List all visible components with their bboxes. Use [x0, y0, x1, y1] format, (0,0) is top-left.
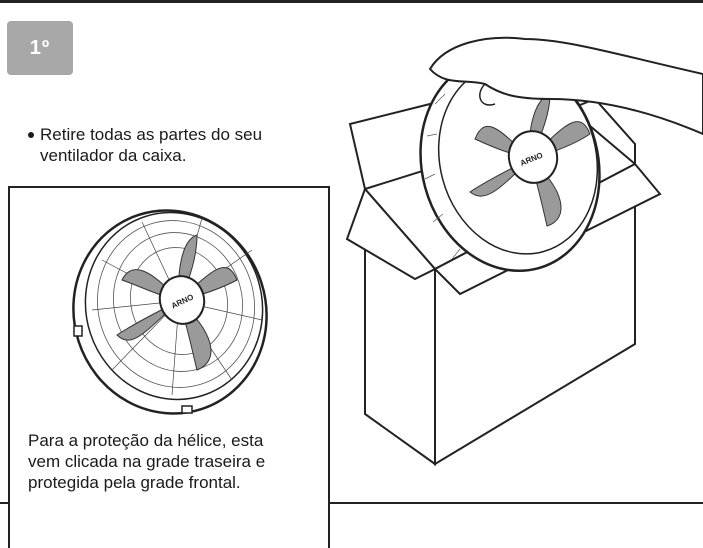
fan-grille-icon: ARNO	[72, 209, 268, 415]
instruction-bullet: Retire todas as partes do seu ventilador…	[26, 124, 320, 166]
inset-panel: ARNO	[8, 186, 330, 548]
top-rule	[0, 0, 703, 3]
box-with-fan-illustration: ARNO	[345, 36, 703, 466]
bottom-rule	[0, 502, 703, 504]
inset-caption: Para a proteção da hélice, esta vem clic…	[28, 431, 266, 492]
step-number-badge: 1º	[7, 21, 73, 75]
